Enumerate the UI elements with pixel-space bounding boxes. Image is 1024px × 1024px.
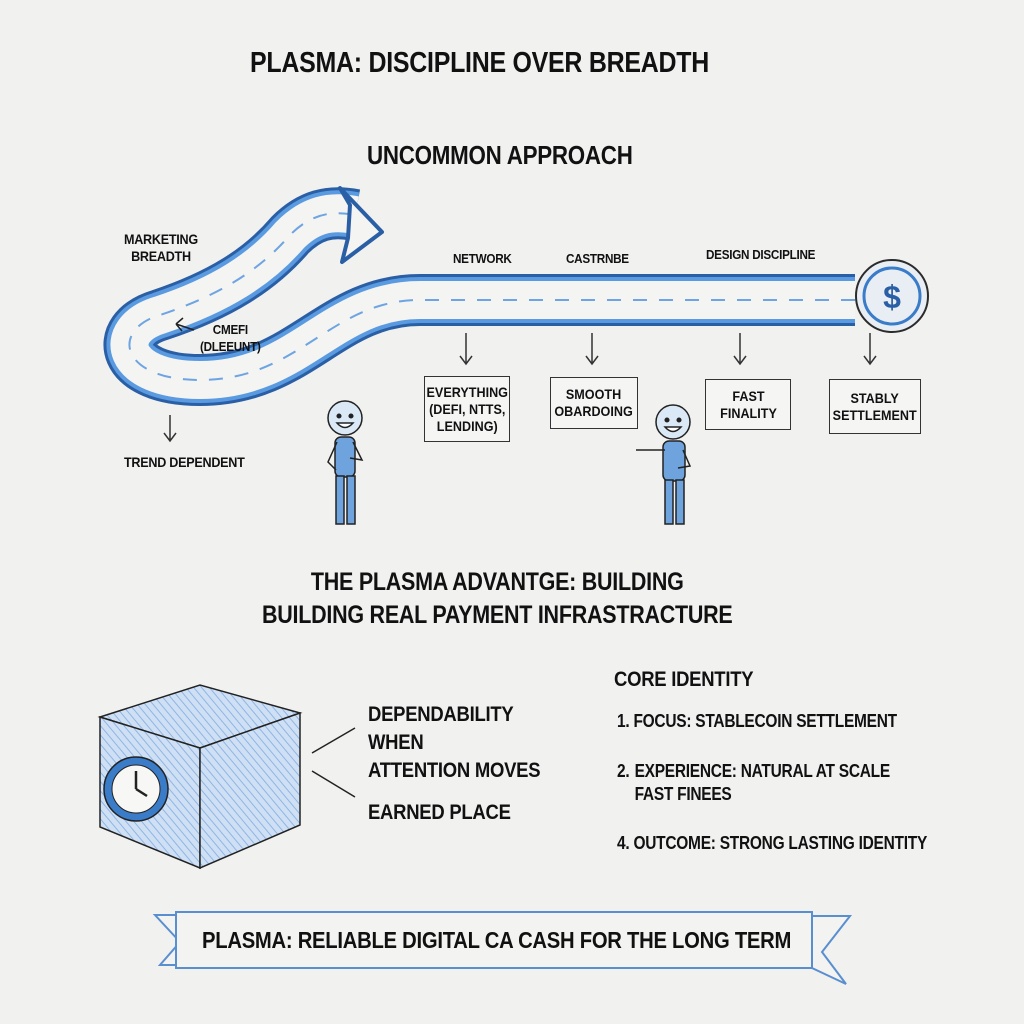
curve-note-label: CMEFI (DLEEUNT)	[200, 322, 261, 354]
box-smooth-onboarding: SMOOTH OBARDOING	[550, 377, 638, 429]
core-item-1: 1. FOCUS: STABLECOIN SETTLEMENT	[617, 710, 897, 733]
box-stably-settlement: STABLY SETTLEMENT	[829, 379, 921, 434]
curve-note-arrow-icon	[175, 317, 195, 332]
road-arrow-icon	[338, 186, 384, 264]
down-arrow-icon	[585, 333, 599, 366]
core-item-text: FOCUS: STABLECOIN SETTLEMENT	[633, 711, 897, 731]
box-fast-finality: FAST FINALITY	[705, 379, 791, 430]
core-identity-title: CORE IDENTITY	[614, 668, 754, 691]
section-subtitle: UNCOMMON APPROACH	[367, 140, 633, 170]
marketing-breadth-label: MARKETING BREADTH	[124, 231, 198, 264]
cube-connector-lines	[311, 727, 356, 798]
stick-figure-left	[327, 400, 364, 525]
core-item-4: 4. OUTCOME: STRONG LASTING IDENTITY	[617, 832, 927, 855]
core-item-2: 2. EXPERIENCE: NATURAL AT SCALE FAST FIN…	[617, 760, 890, 806]
down-arrow-icon	[863, 333, 877, 366]
clock-icon	[103, 756, 169, 822]
banner-text: PLASMA: RELIABLE DIGITAL CA CASH FOR THE…	[202, 927, 792, 953]
core-item-text: EXPERIENCE: NATURAL AT SCALE FAST FINEES	[634, 761, 891, 804]
box-everything: EVERYTHING (DEFI, NTTS, LENDING)	[424, 376, 510, 442]
earned-place-label: EARNED PLACE	[368, 801, 511, 824]
down-arrow-icon	[459, 333, 473, 366]
page-title: PLASMA: DISCIPLINE OVER BREADTH	[250, 47, 709, 79]
design-discipline-label: DESIGN DISCIPLINE	[706, 247, 816, 262]
core-item-text: OUTCOME: STRONG LASTING IDENTITY	[633, 833, 928, 853]
down-arrows	[163, 333, 877, 443]
down-arrow-icon	[733, 333, 747, 366]
core-item-number: 1.	[617, 711, 630, 731]
stick-figure-right	[636, 404, 692, 525]
core-item-number: 4.	[617, 833, 630, 853]
ribbon-banner	[152, 911, 853, 985]
dollar-coin-icon: $	[855, 259, 929, 333]
advantage-heading: THE PLASMA ADVANTGE: BUILDING BUILDING R…	[262, 568, 733, 629]
winding-road	[103, 187, 855, 407]
core-item-number: 2.	[617, 761, 630, 781]
network-label: NETWORK	[453, 251, 512, 266]
dependability-label: DEPENDABILITY WHEN ATTENTION MOVES	[368, 703, 541, 782]
trend-dependent-label: TREND DEPENDENT	[124, 454, 245, 470]
castrnbe-label: CASTRNBE	[566, 251, 629, 266]
svg-text:$: $	[883, 279, 901, 315]
trend-down-arrow-icon	[163, 415, 177, 443]
